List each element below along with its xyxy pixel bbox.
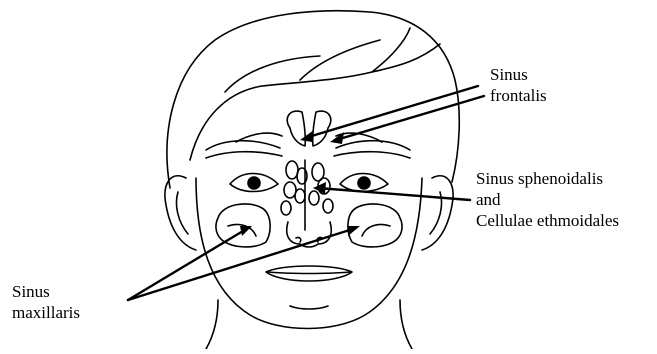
frontal-sinus-right (313, 111, 331, 146)
label-sinus-frontalis: Sinus frontalis (490, 64, 547, 106)
label-line: Cellulae ethmoidales (476, 210, 619, 231)
label-line: Sinus (490, 64, 547, 85)
hair-outline (167, 11, 459, 188)
label-line: maxillaris (12, 302, 80, 323)
neck-left (206, 300, 218, 349)
pointer-frontalis-left (305, 86, 478, 138)
arrowhead (300, 130, 314, 142)
left-eyebrow (206, 141, 280, 150)
pointer-maxillaris-right (128, 228, 356, 300)
label-sinus-maxillaris: Sinus maxillaris (12, 281, 80, 323)
ethmoid-cell (286, 161, 298, 179)
arrowhead (348, 226, 360, 236)
left-pupil (248, 177, 260, 189)
right-ear (422, 176, 453, 250)
pointer-maxillaris-left (128, 228, 248, 300)
label-line: and (476, 189, 619, 210)
pointer-frontalis-right (336, 96, 484, 140)
frontal-sinus-left (287, 111, 305, 146)
right-eyebrow (336, 141, 410, 150)
neck-right (400, 300, 412, 349)
hair-strand-2 (372, 28, 410, 72)
right-pupil (358, 177, 370, 189)
hair-strand-3 (300, 40, 380, 80)
label-line: Sinus sphenoidalis (476, 168, 619, 189)
chin (290, 306, 328, 309)
arrowhead (240, 226, 252, 236)
label-sinus-sphenoidalis: Sinus sphenoidalis and Cellulae ethmoida… (476, 168, 619, 231)
pointer-sphenoidalis (318, 188, 470, 200)
label-line: Sinus (12, 281, 80, 302)
arrowhead (330, 132, 344, 144)
label-line: frontalis (490, 85, 547, 106)
